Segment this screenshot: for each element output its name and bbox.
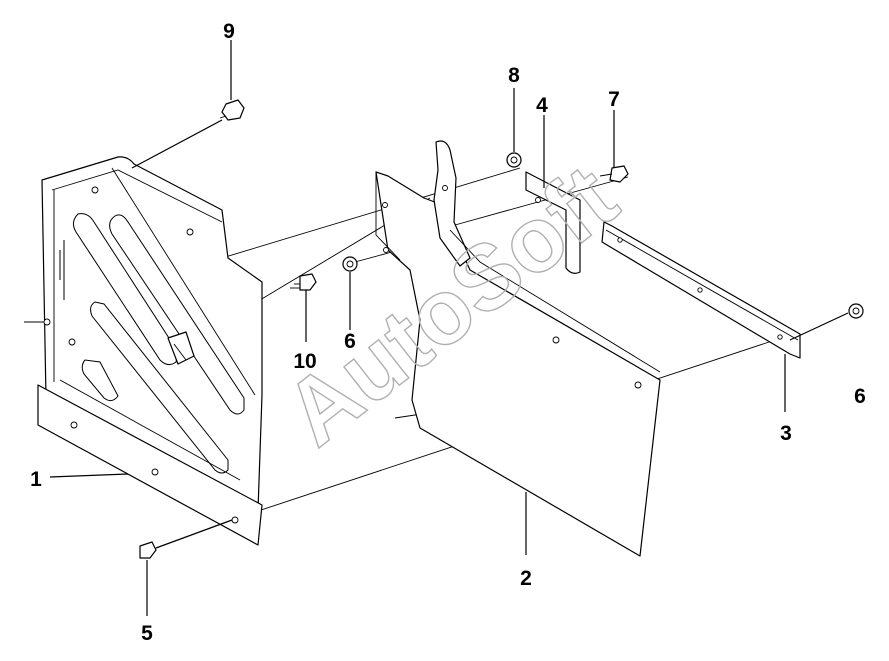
callout-4: 4 xyxy=(536,94,548,117)
part-9-bolt xyxy=(131,99,245,169)
callout-2: 2 xyxy=(520,567,532,590)
callout-6-center: 6 xyxy=(344,330,356,353)
part-6-nut-right xyxy=(789,303,864,341)
callout-10: 10 xyxy=(293,350,316,373)
callout-1: 1 xyxy=(30,468,42,491)
part-6-nut-center xyxy=(342,256,358,272)
callout-3: 3 xyxy=(780,422,792,445)
callout-5: 5 xyxy=(141,622,153,645)
callout-9: 9 xyxy=(223,20,235,43)
callout-7: 7 xyxy=(608,88,620,111)
part-10-bolt xyxy=(290,273,317,291)
part-3-strip xyxy=(601,221,801,359)
part-8-nut xyxy=(506,152,522,168)
part-2-mud-flap xyxy=(375,140,661,557)
part-7-bolt xyxy=(599,165,629,183)
callout-labels: 1 2 3 4 5 6 6 7 8 9 10 xyxy=(30,20,866,645)
callout-leaders xyxy=(49,40,786,616)
part-1-bracket xyxy=(24,156,263,546)
part-5-bolt xyxy=(139,519,233,559)
callout-6-right: 6 xyxy=(854,385,866,408)
part-4-plate xyxy=(525,171,581,274)
callout-8: 8 xyxy=(508,64,520,87)
